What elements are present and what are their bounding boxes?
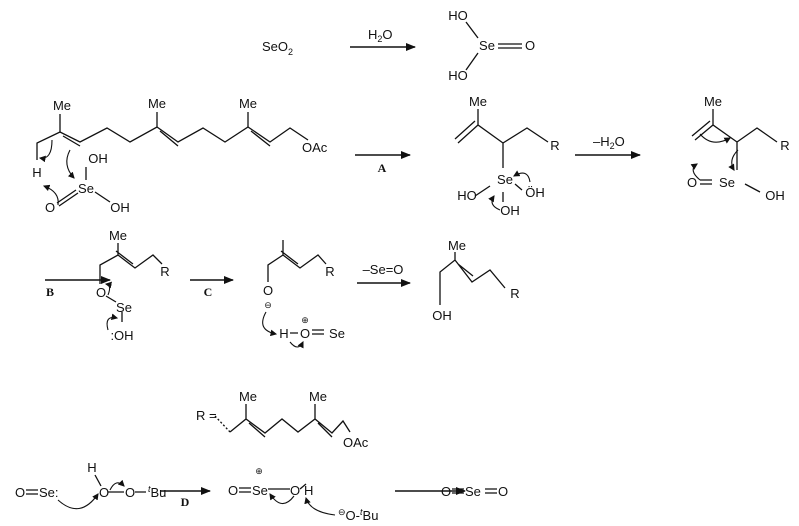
negative-charge: ⊖ [264, 300, 272, 310]
seo2-hydration: SeO2 H2O HO Se O HO [262, 8, 535, 83]
atom-o: O [525, 38, 535, 53]
se-reoxidation: O Se: H O O tBu [15, 460, 166, 510]
atom-lone-oh: :OH [110, 328, 133, 343]
atom-me: Me [239, 389, 257, 404]
seo2-product: O Se O [441, 484, 508, 499]
bond-dash: - [356, 508, 360, 523]
atom-oac: OAc [302, 140, 328, 155]
atom-h: H [32, 165, 41, 180]
svg-text:⊖O-tBu: ⊖O-tBu [338, 507, 378, 523]
alkoxide-intermediate: R O ⊖ H O ⊕ Se [262, 240, 345, 349]
atom-se: Se [329, 326, 345, 341]
svg-text:tBu: tBu [148, 484, 166, 500]
farnesyl-acetate-complex: Me Me Me OAc H Se OH O OH [32, 96, 327, 215]
atom-me: Me [109, 228, 127, 243]
atom-oh: OH [110, 200, 130, 215]
atom-me: Me [704, 94, 722, 109]
atom-o: O [300, 326, 310, 341]
atom-h: H [304, 483, 313, 498]
atom-me: Me [448, 238, 466, 253]
atom-se: Se [479, 38, 495, 53]
atom-se: Se [497, 172, 513, 187]
atom-r: R [325, 264, 334, 279]
tbu-t: t [360, 507, 363, 517]
allylic-alcohol-product: Me R OH [432, 238, 519, 323]
atom-se-colon: Se: [39, 485, 59, 500]
tbu-label: Bu [363, 508, 379, 523]
atom-se: Se [465, 484, 481, 499]
atom-o: O [441, 484, 451, 499]
atom-se: Se [78, 181, 94, 196]
atom-oh-lone-pair: ÖH [525, 185, 545, 200]
allyl-selenite-ester: Me R O Se :OH [96, 228, 170, 343]
atom-se: Se [252, 483, 268, 498]
atom-oh: OH [500, 203, 520, 218]
atom-ho: HO [457, 188, 477, 203]
atom-me: Me [53, 98, 71, 113]
atom-r: R [160, 264, 169, 279]
atom-oh: OH [88, 151, 108, 166]
atom-oac: OAc [343, 435, 369, 450]
step-label-c: C [204, 285, 213, 299]
atom-ho: HO [448, 8, 468, 23]
atom-oh: OH [432, 308, 452, 323]
perseleninic-intermediate: O Se ⊕ O H ⊖O-tBu [228, 466, 378, 523]
seleninic-ester-intermediate: Me R Se O OH [687, 94, 790, 203]
tbu-t: t [148, 484, 151, 494]
atom-o: O [263, 283, 273, 298]
atom-me: Me [148, 96, 166, 111]
positive-charge: ⊕ [255, 466, 263, 476]
atom-o: O [290, 483, 300, 498]
atom-me: Me [239, 96, 257, 111]
atom-o: O [96, 285, 106, 300]
atom-oh: OH [765, 188, 785, 203]
ene-adduct: Me R Se HO ÖH OH [454, 94, 560, 218]
atom-se: Se [116, 300, 132, 315]
atom-h: H [279, 326, 288, 341]
atom-o: O [346, 508, 356, 523]
minus-h2o-label: –H2O [593, 134, 625, 151]
atom-me: Me [309, 389, 327, 404]
atom-ho: HO [448, 68, 468, 83]
atom-o: O [498, 484, 508, 499]
negative-charge: ⊖ [338, 507, 346, 517]
atom-o: O [125, 485, 135, 500]
minus-seo-label: –Se=O [363, 262, 404, 277]
positive-charge: ⊕ [301, 315, 309, 325]
atom-o: O [45, 200, 55, 215]
atom-h: H [87, 460, 96, 475]
tbu-label: Bu [151, 485, 167, 500]
step-label-d: D [181, 495, 190, 509]
atom-r: R [550, 138, 559, 153]
atom-r: R [780, 138, 789, 153]
atom-o: O [99, 485, 109, 500]
r-equals-label: R = [196, 408, 217, 423]
h2o-label: H2O [368, 27, 393, 44]
step-label-b: B [46, 285, 54, 299]
atom-me: Me [469, 94, 487, 109]
atom-r: R [510, 286, 519, 301]
atom-se: Se [719, 175, 735, 190]
step-label-a: A [378, 161, 387, 175]
atom-o: O [687, 175, 697, 190]
atom-o: O [15, 485, 25, 500]
r-group-definition: R = Me Me OAc [196, 389, 369, 450]
atom-o: O [228, 483, 238, 498]
seo2-label: SeO2 [262, 39, 293, 57]
